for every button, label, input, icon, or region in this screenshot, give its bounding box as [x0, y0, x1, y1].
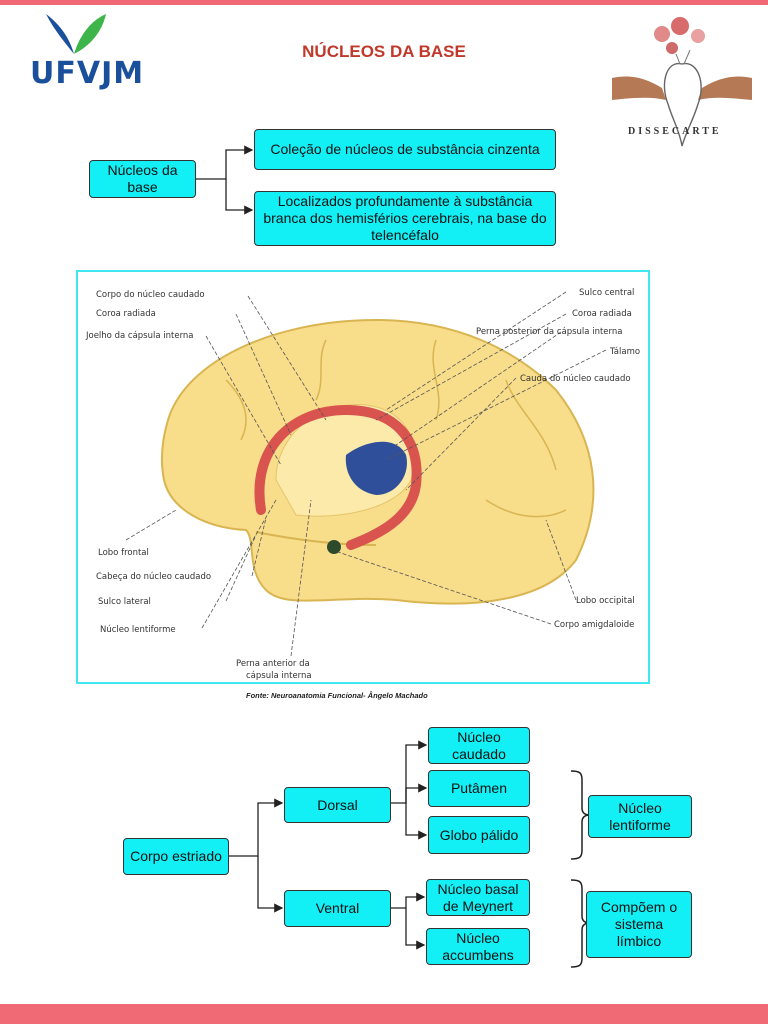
- putamen-box: Putâmen: [428, 770, 530, 807]
- brain-figure: Corpo do núcleo caudado Coroa radiada Jo…: [85, 288, 640, 681]
- label-sulco-central: Sulco central: [579, 288, 634, 298]
- label-coroa-radiada-left: Coroa radiada: [96, 309, 156, 319]
- top-map-connectors: [196, 145, 254, 215]
- nucleo-caudado-box: Núcleo caudado: [428, 727, 530, 764]
- label-cabeca-nucleo-caudado: Cabeça do núcleo caudado: [96, 572, 211, 582]
- thalamus-shape: [345, 441, 407, 495]
- label-cauda-nucleo-caudado: Cauda do núcleo caudado: [520, 374, 631, 384]
- ufvjm-logo-text: UFVJM: [30, 56, 145, 91]
- label-lobo-frontal: Lobo frontal: [98, 548, 149, 558]
- dissecarte-brand-text: DISSECARTE: [628, 126, 722, 137]
- figure-source: Fonte: Neuroanatomia Funcional- Ângelo M…: [246, 691, 428, 700]
- page-title: NÚCLEOS DA BASE: [302, 42, 466, 61]
- sistema-limbico-box: Compõem o sistema límbico: [586, 891, 692, 958]
- bottom-accent-bar: [0, 1004, 768, 1024]
- label-perna-posterior-capsula: Perna posterior da cápsula interna: [476, 327, 622, 337]
- caudate-nucleus-shape: [254, 404, 422, 550]
- label-perna-anterior-1: Perna anterior da: [236, 659, 310, 669]
- top-accent-bar: [0, 0, 768, 5]
- definition-box-2: Localizados profundamente à substância b…: [254, 191, 556, 246]
- globo-palido-box: Globo pálido: [428, 816, 530, 854]
- ufvjm-leaf-icon: [46, 14, 106, 54]
- ventral-box: Ventral: [284, 890, 391, 927]
- nucleos-da-base-box: Núcleos da base: [89, 160, 196, 198]
- label-lobo-occipital: Lobo occipital: [576, 596, 635, 606]
- label-sulco-lateral: Sulco lateral: [98, 597, 151, 607]
- label-joelho-capsula-interna: Joelho da cápsula interna: [85, 331, 194, 341]
- definition-box-1: Coleção de núcleos de substância cinzent…: [254, 129, 556, 170]
- dissecarte-logo-icon: [612, 17, 752, 147]
- label-perna-anterior-2: cápsula interna: [246, 671, 312, 681]
- label-nucleo-lentiforme: Núcleo lentiforme: [100, 625, 176, 635]
- nucleo-accumbens-box: Núcleo accumbens: [426, 928, 530, 965]
- nucleo-lentiforme-box: Núcleo lentiforme: [588, 795, 692, 838]
- label-coroa-radiada-right: Coroa radiada: [572, 309, 632, 319]
- nucleo-basal-meynert-box: Núcleo basal de Meynert: [426, 879, 530, 916]
- label-corpo-amigdaloide: Corpo amigdaloide: [554, 620, 634, 630]
- label-talamo: Tálamo: [609, 347, 640, 357]
- label-corpo-nucleo-caudado: Corpo do núcleo caudado: [96, 290, 205, 300]
- dorsal-box: Dorsal: [284, 787, 391, 823]
- amygdala-shape: [327, 540, 341, 554]
- corpo-estriado-box: Corpo estriado: [123, 838, 229, 875]
